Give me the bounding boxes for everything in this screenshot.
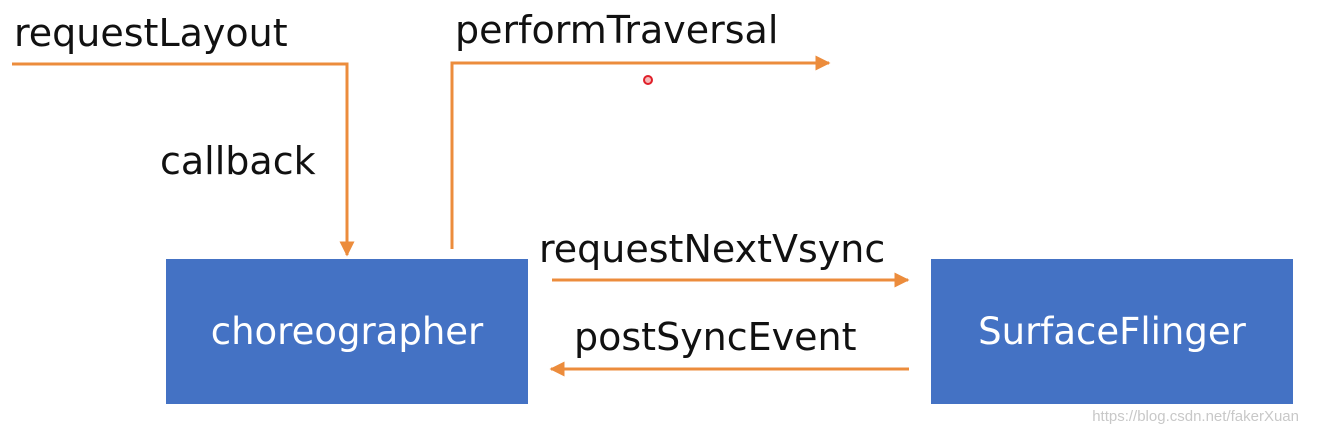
perform-traversal-arrow — [450, 55, 831, 249]
pointer-dot — [643, 75, 653, 85]
watermark: https://blog.csdn.net/fakerXuan — [1092, 408, 1299, 425]
choreographer-label: choreographer — [210, 310, 484, 353]
surfaceflinger-label: SurfaceFlinger — [978, 310, 1246, 353]
callback-label: callback — [160, 139, 316, 183]
choreographer-node: choreographer — [166, 259, 528, 404]
request-next-vsync-label: requestNextVsync — [539, 227, 886, 271]
request-layout-label: requestLayout — [14, 11, 288, 55]
request-layout-arrow — [12, 62, 355, 257]
perform-traversal-label: performTraversal — [455, 8, 779, 52]
surfaceflinger-node: SurfaceFlinger — [931, 259, 1293, 404]
post-sync-event-label: postSyncEvent — [574, 315, 857, 359]
